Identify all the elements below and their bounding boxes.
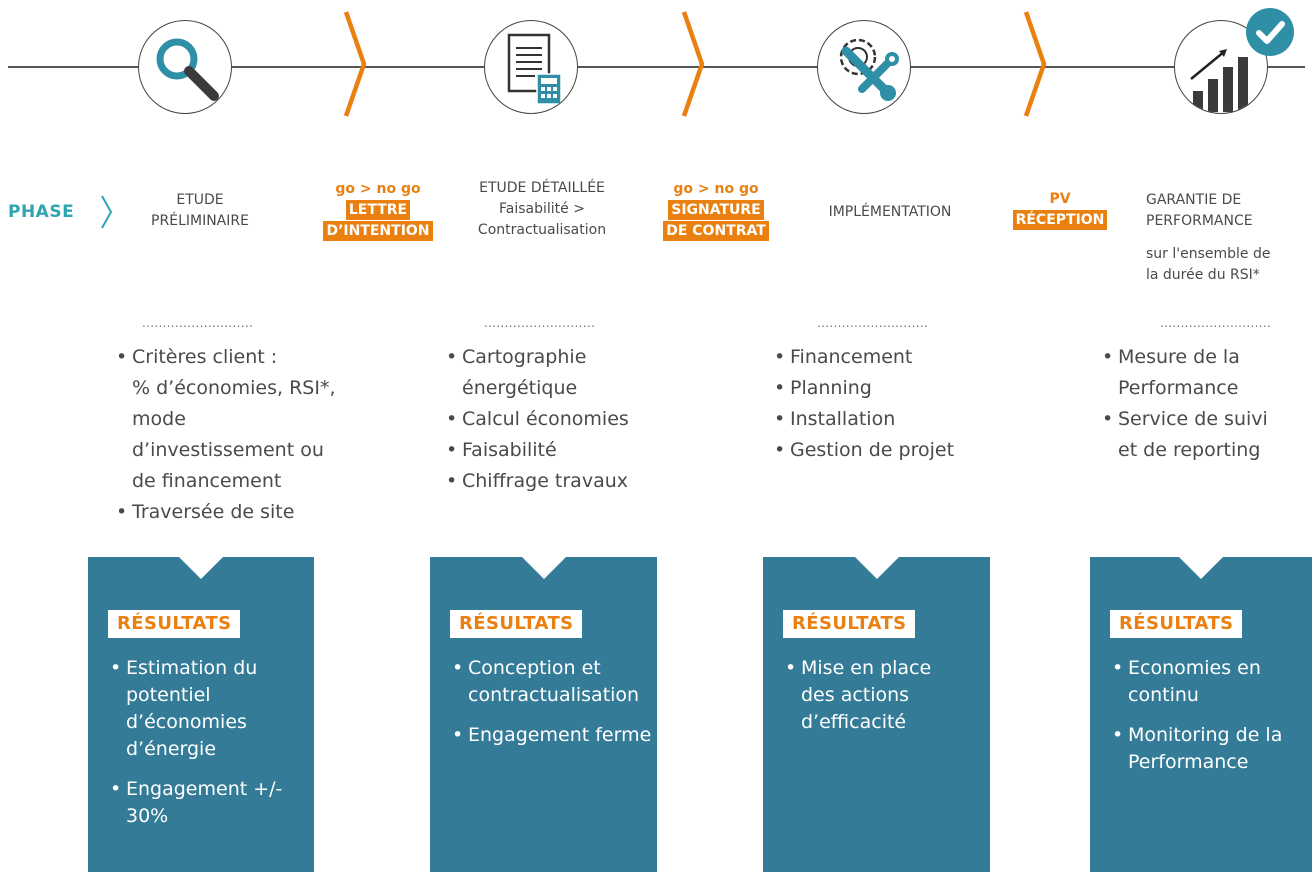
gate-tag: SIGNATURE [668, 200, 764, 220]
results-box-implementation: RÉSULTATS Mise en place des actions d’ef… [763, 557, 990, 872]
gate-tag: LETTRE [345, 200, 411, 220]
chevron-right-icon [343, 11, 367, 117]
list-item: Conception et contractualisation [450, 655, 655, 709]
results-label: RÉSULTATS [783, 610, 916, 638]
gate-tag: DE CONTRAT [663, 221, 769, 241]
list-item: Planning [770, 373, 1000, 404]
step-title-implementation: IMPLÉMENTATION [828, 204, 952, 220]
step-title-garantie-performance: GARANTIE DE PERFORMANCE [1146, 192, 1253, 229]
list-item: Estimation du potentiel d’économies d’én… [108, 655, 304, 763]
step-note: sur l'ensemble de la durée du RSI* [1146, 246, 1271, 283]
list-item: Chiffrage travaux [442, 466, 672, 497]
gate-tag: D’INTENTION [323, 221, 433, 241]
timeline-line [8, 66, 1305, 68]
dotted-divider: ........................... [484, 316, 596, 328]
gear-wrench-icon [817, 20, 911, 114]
gate-pv-reception: PV RÉCEPTION [1004, 190, 1116, 230]
list-item: Engagement ferme [450, 722, 655, 749]
results-label: RÉSULTATS [450, 610, 583, 638]
phase-label: PHASE [8, 202, 75, 222]
check-badge-icon [1246, 8, 1294, 56]
list-item: Economies en continu [1110, 655, 1300, 709]
step-bullets-implementation: Financement Planning Installation Gestio… [770, 342, 1000, 466]
step-bullets-etude-preliminaire: Critères client :% d’économies, RSI*,mod… [112, 342, 372, 528]
document-calculator-icon [484, 20, 578, 114]
chevron-right-icon [681, 11, 705, 117]
gate-lettre-intention: go > no go LETTRE D’INTENTION [318, 180, 438, 241]
step-title-etude-detaillee: ETUDE DÉTAILLÉE Faisabilité > Contractua… [477, 180, 607, 238]
chevron-right-icon [1023, 11, 1047, 117]
results-label: RÉSULTATS [108, 610, 241, 638]
phase-chevron-icon [101, 195, 113, 229]
list-item: Traversée de site [112, 497, 372, 528]
dotted-divider: ........................... [817, 316, 929, 328]
list-item: Installation [770, 404, 1000, 435]
results-box-etude-detaillee: RÉSULTATS Conception et contractualisati… [430, 557, 657, 872]
list-item: Financement [770, 342, 1000, 373]
list-item: Engagement +/- 30% [108, 776, 304, 830]
list-item: Gestion de projet [770, 435, 1000, 466]
list-item: Calcul économies [442, 404, 672, 435]
list-item: Mise en place des actions d’efficacité [783, 655, 953, 736]
results-label: RÉSULTATS [1110, 610, 1243, 638]
list-item: Faisabilité [442, 435, 672, 466]
step-title-etude-preliminaire: ETUDE PRÉLIMINAIRE [151, 192, 249, 229]
gate-tag: RÉCEPTION [1012, 210, 1108, 230]
dotted-divider: ........................... [142, 316, 254, 328]
magnifier-icon [138, 20, 232, 114]
list-item: Critères client :% d’économies, RSI*,mod… [112, 342, 372, 497]
list-item: Monitoring de la Performance [1110, 722, 1300, 776]
dotted-divider: ........................... [1160, 316, 1272, 328]
results-box-garantie-performance: RÉSULTATS Economies en continu Monitorin… [1090, 557, 1312, 872]
results-box-etude-preliminaire: RÉSULTATS Estimation du potentiel d’écon… [88, 557, 314, 872]
gate-signature-contrat: go > no go SIGNATURE DE CONTRAT [656, 180, 776, 241]
